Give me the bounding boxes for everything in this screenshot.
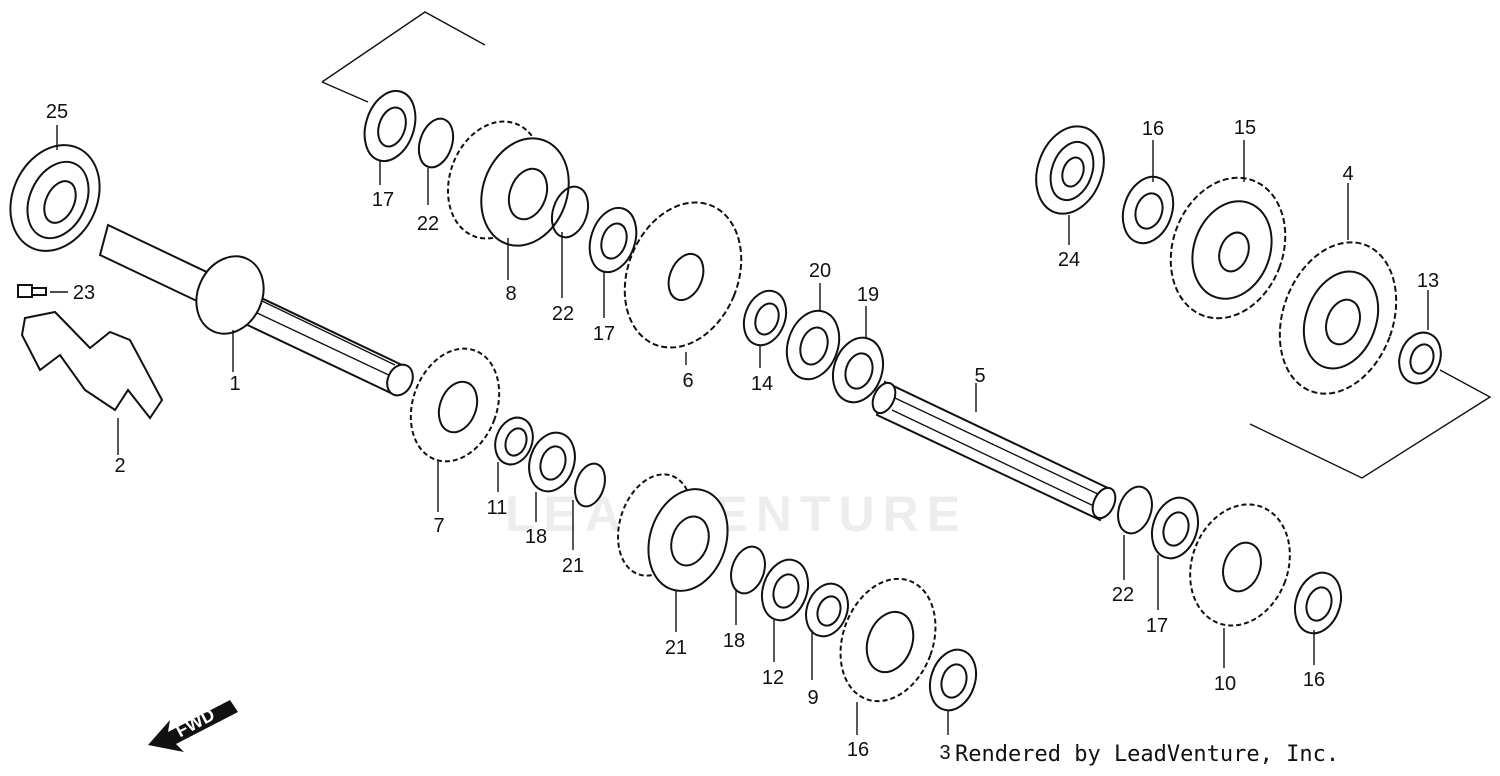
callout-2: 2 bbox=[114, 455, 125, 477]
bushing-14[interactable] bbox=[737, 285, 794, 351]
callout-14: 14 bbox=[751, 373, 773, 395]
gear-8[interactable] bbox=[432, 108, 583, 258]
bearing-24[interactable] bbox=[1025, 117, 1116, 223]
gear-9[interactable] bbox=[824, 565, 952, 714]
countershaft-3[interactable] bbox=[868, 379, 1120, 522]
washer-16-lower-a[interactable] bbox=[922, 644, 983, 717]
callout-16-lower-b: 16 bbox=[1303, 669, 1325, 691]
callout-25: 25 bbox=[46, 101, 68, 123]
callout-21-upper: 21 bbox=[562, 555, 584, 577]
callout-22-upper-a: 22 bbox=[417, 213, 439, 235]
bolt-23[interactable] bbox=[17, 284, 47, 298]
washer-17-upper-b[interactable] bbox=[582, 202, 644, 278]
circlip-21-upper[interactable] bbox=[570, 460, 610, 510]
callout-19: 19 bbox=[857, 284, 879, 306]
bushing-12[interactable] bbox=[799, 578, 855, 642]
mainshaft-1[interactable] bbox=[98, 223, 418, 400]
gear-15[interactable] bbox=[1152, 162, 1305, 335]
callout-15: 15 bbox=[1234, 117, 1256, 139]
circlip-22-lower[interactable] bbox=[1112, 482, 1157, 538]
washer-18-upper[interactable] bbox=[522, 427, 582, 498]
callout-4: 4 bbox=[1342, 163, 1353, 185]
callout-21-lower: 18 bbox=[723, 630, 745, 652]
callout-9: 16 bbox=[847, 739, 869, 761]
gear-10[interactable] bbox=[1174, 490, 1307, 639]
group-bracket-bottom bbox=[1249, 369, 1492, 479]
callout-22-upper-b: 22 bbox=[552, 303, 574, 325]
gear-5[interactable] bbox=[606, 465, 741, 601]
callout-22-lower: 22 bbox=[1112, 584, 1134, 606]
washer-16-lower-b[interactable] bbox=[1287, 567, 1348, 640]
callout-13: 13 bbox=[1417, 270, 1439, 292]
washer-17-upper[interactable] bbox=[356, 84, 424, 167]
bearing-25[interactable] bbox=[0, 130, 116, 265]
fwd-label: FWD bbox=[172, 704, 218, 741]
callout-10: 10 bbox=[1214, 673, 1236, 695]
circlip-21-lower[interactable] bbox=[725, 542, 770, 598]
callout-17-upper-b: 17 bbox=[593, 323, 615, 345]
watermark: LEADVENTURE bbox=[505, 486, 969, 542]
callout-8: 8 bbox=[505, 283, 516, 305]
gear-4[interactable] bbox=[1260, 226, 1417, 410]
group-bracket-top bbox=[321, 11, 486, 83]
washer-17-lower[interactable] bbox=[1144, 492, 1205, 565]
callout-16-upper: 16 bbox=[1142, 118, 1164, 140]
plate-2[interactable] bbox=[20, 310, 164, 420]
washer-16-upper[interactable] bbox=[1115, 170, 1182, 250]
callout-7: 7 bbox=[433, 515, 444, 537]
fwd-arrow: FWD bbox=[148, 700, 238, 752]
washer-18-lower[interactable] bbox=[754, 554, 815, 627]
bracket-leader bbox=[321, 81, 369, 103]
callout-1: 1 bbox=[229, 373, 240, 395]
washer-19[interactable] bbox=[825, 331, 891, 409]
callout-17-upper-a: 17 bbox=[372, 189, 394, 211]
circlip-22-upper[interactable] bbox=[413, 114, 459, 171]
callout-17-lower: 17 bbox=[1146, 615, 1168, 637]
leader-lines bbox=[50, 125, 1429, 735]
callout-3: 5 bbox=[974, 365, 985, 387]
callout-16-lower-a: 3 bbox=[939, 742, 950, 764]
washer-20[interactable] bbox=[778, 304, 847, 386]
callout-11: 11 bbox=[487, 497, 508, 519]
callout-18-lower: 12 bbox=[762, 667, 784, 689]
callout-18-upper: 18 bbox=[525, 526, 547, 548]
callout-23: 23 bbox=[73, 282, 95, 304]
gear-6[interactable] bbox=[604, 185, 762, 365]
callout-6: 6 bbox=[682, 370, 693, 392]
callout-12: 9 bbox=[807, 687, 818, 709]
callout-24: 24 bbox=[1058, 249, 1080, 271]
credit-text: Rendered by LeadVenture, Inc. bbox=[955, 742, 1340, 767]
bushing-11[interactable] bbox=[489, 412, 539, 469]
callout-20: 20 bbox=[809, 260, 831, 282]
bushing-13[interactable] bbox=[1392, 327, 1447, 390]
callout-5: 21 bbox=[665, 637, 687, 659]
gear-7[interactable] bbox=[396, 336, 515, 474]
